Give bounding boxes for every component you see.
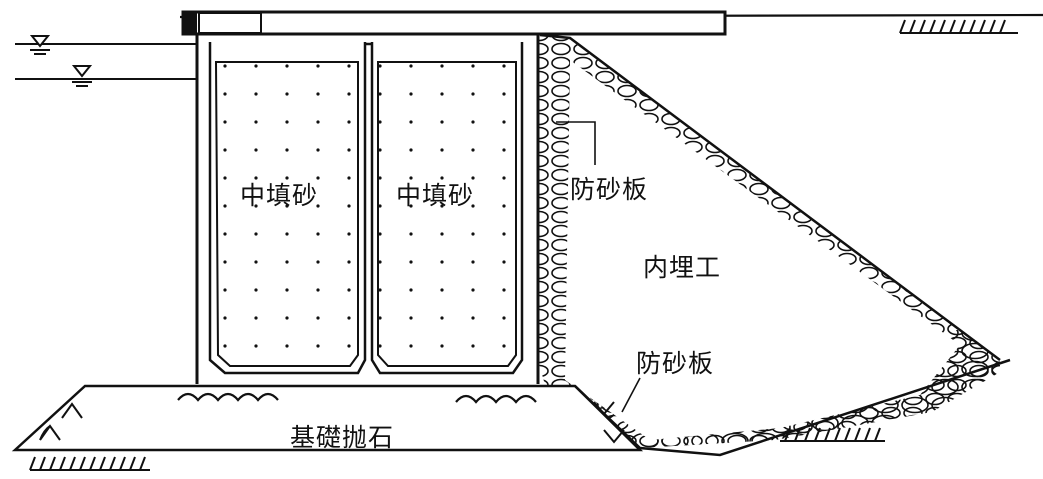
ground-hatch-right (780, 427, 885, 442)
label-fill-right: 中填砂 (396, 181, 475, 210)
label-sand-plate-lower: 防砂板 (636, 349, 715, 378)
ground-hatch-left (29, 456, 150, 471)
caisson-cell-left (208, 42, 367, 375)
ground-hatch-symbol (29, 19, 1018, 471)
water-level-symbol (15, 35, 198, 87)
label-foundation: 基礎抛石 (290, 423, 395, 452)
caisson-top-slab (181, 10, 727, 36)
leader-lines (556, 121, 641, 413)
rubble-backfill (538, 33, 1001, 448)
caisson-cell-right (370, 42, 524, 375)
label-sand-plate-upper: 防砂板 (570, 175, 649, 204)
label-backfill: 内埋工 (643, 253, 722, 282)
label-fill-left: 中填砂 (240, 181, 319, 210)
ground-hatch-top (899, 19, 1018, 34)
foundation-mound (11, 358, 1011, 457)
